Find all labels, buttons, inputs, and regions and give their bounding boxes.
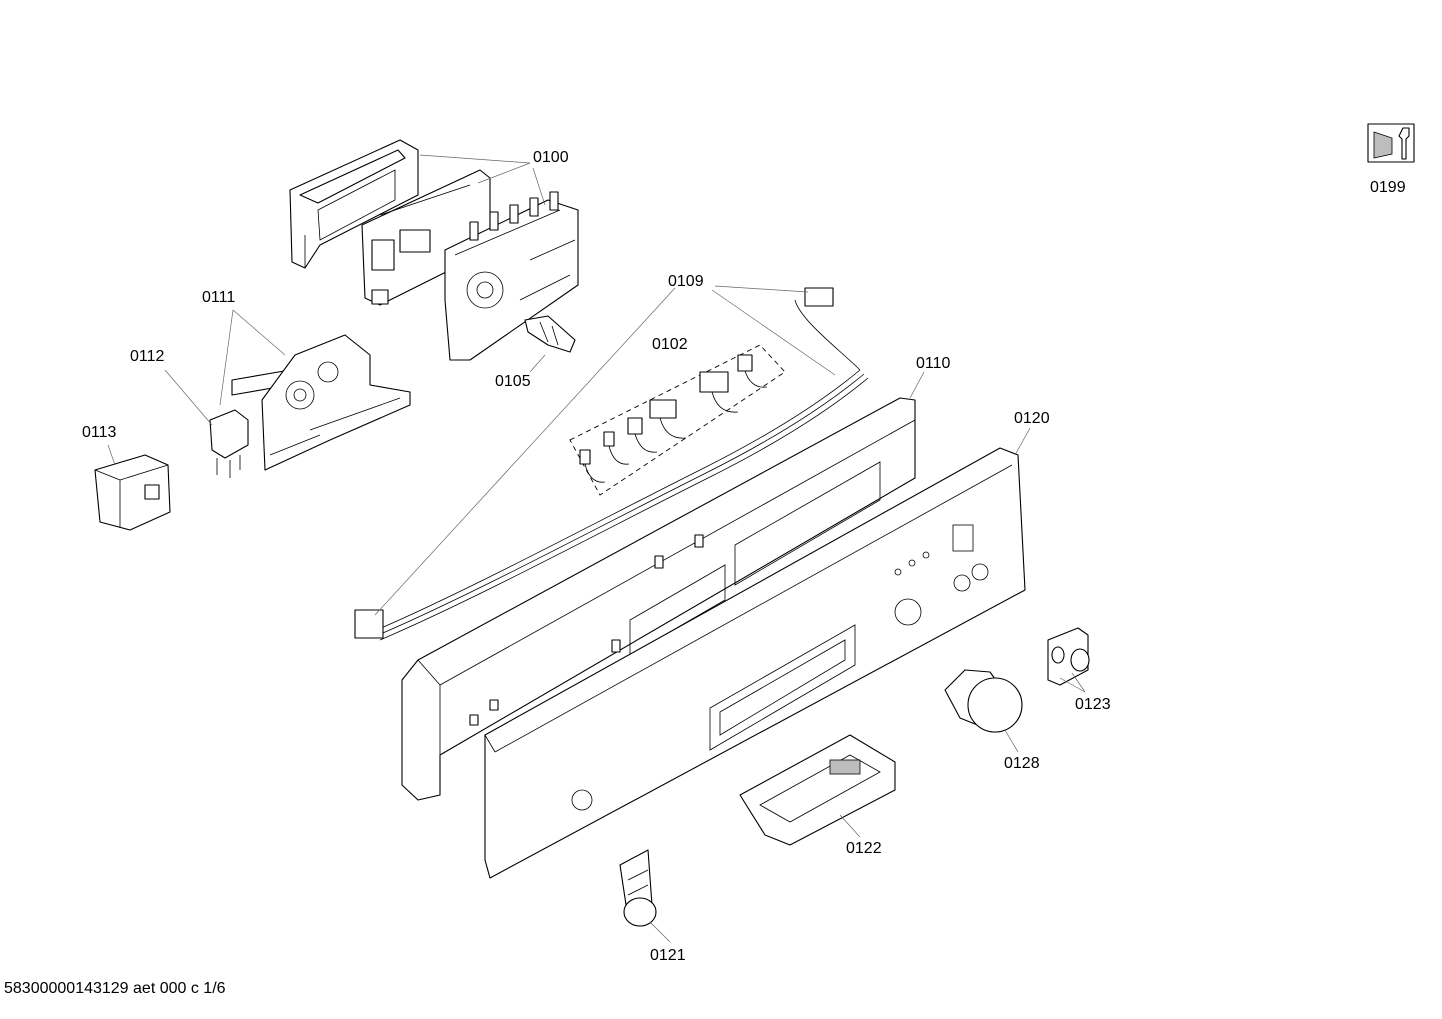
part-0123-buttons[interactable]	[1047, 627, 1090, 686]
part-0105-sensor[interactable]	[524, 315, 576, 353]
part-0128-knob[interactable]	[944, 669, 1023, 733]
label-0112: 0112	[130, 348, 165, 365]
label-0105: 0105	[495, 373, 531, 390]
label-0121: 0121	[650, 947, 686, 964]
part-0121-latch[interactable]	[619, 849, 657, 927]
label-0113: 0113	[82, 424, 117, 441]
label-0199: 0199	[1370, 179, 1406, 196]
part-0122-lid[interactable]	[739, 734, 896, 846]
part-0112-relay[interactable]	[209, 409, 249, 478]
part-0110-frame[interactable]	[401, 397, 916, 801]
label-0122: 0122	[846, 840, 882, 857]
label-0120: 0120	[1014, 410, 1050, 427]
label-0123: 0123	[1075, 696, 1111, 713]
part-0100-board[interactable]	[361, 169, 491, 306]
part-0100-cover[interactable]	[289, 139, 419, 269]
label-0100: 0100	[533, 149, 569, 166]
part-0120-front-panel[interactable]	[484, 447, 1026, 879]
leader-lines	[107, 154, 1086, 943]
label-0102: 0102	[652, 336, 688, 353]
part-0113-switch[interactable]	[94, 454, 171, 531]
part-0109-harness[interactable]	[354, 287, 869, 641]
part-0111-actuator[interactable]	[231, 334, 411, 471]
label-0128: 0128	[1004, 755, 1040, 772]
document-code: 58300000143129 aet 000 c 1/6	[4, 980, 226, 997]
wrench-icon[interactable]	[1367, 123, 1415, 163]
label-0109: 0109	[668, 273, 704, 290]
part-0102-connector-set[interactable]	[569, 344, 786, 496]
label-0111: 0111	[202, 289, 235, 306]
label-0110: 0110	[916, 355, 951, 372]
part-0100-module[interactable]	[444, 191, 579, 361]
